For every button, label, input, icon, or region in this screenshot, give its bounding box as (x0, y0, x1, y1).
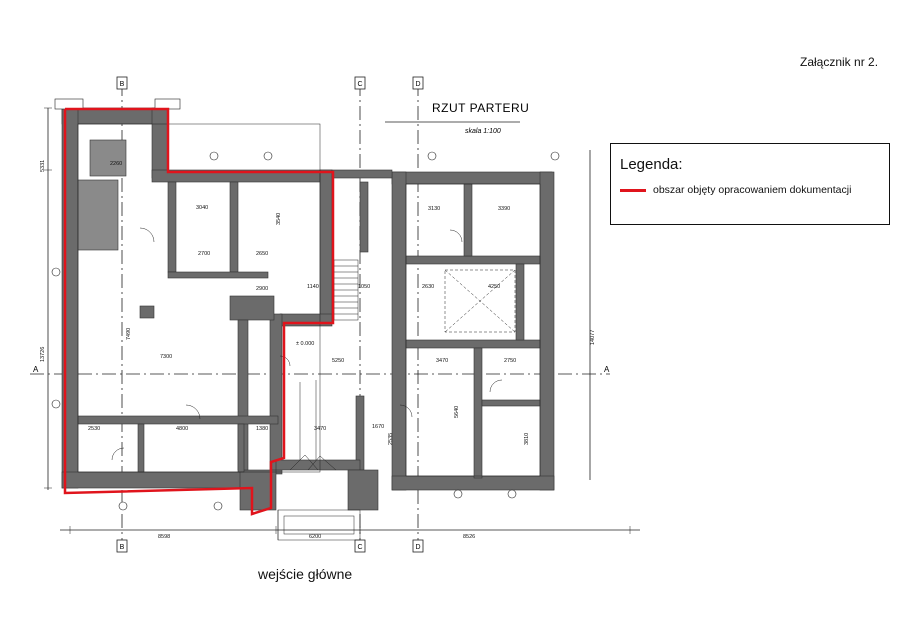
dim-3470: 3470 (436, 358, 448, 364)
dim-1140: 1140 (307, 284, 319, 290)
axis-a-left: A (33, 365, 39, 374)
dim-1050: 1050 (358, 284, 370, 290)
plan-scale: skala 1:100 (465, 128, 501, 135)
axis-d-top: D (415, 81, 420, 88)
stairs (333, 259, 359, 321)
axis-markers (116, 76, 424, 553)
axis-c-top: C (357, 81, 362, 88)
dim-5331: 5331 (40, 160, 46, 172)
dim-2260: 2260 (110, 161, 122, 167)
dim-3130: 3130 (428, 206, 440, 212)
dim-6200: 6200 (309, 534, 321, 540)
axis-d-bottom: D (415, 544, 420, 551)
axis-c-bottom: C (357, 544, 362, 551)
chimneys (54, 98, 181, 110)
dim-3540: 3540 (276, 213, 282, 225)
dim-2700: 2700 (198, 251, 210, 257)
level-mark: ± 0.000 (296, 341, 314, 347)
dim-7300: 7300 (160, 354, 172, 360)
dim-1380: 1380 (256, 426, 268, 432)
dim-14077: 14077 (590, 330, 596, 345)
dim-4800: 4800 (176, 426, 188, 432)
column-markers (51, 151, 560, 511)
legend-red-line-swatch (620, 188, 646, 192)
dimension-labels: 2260 3040 3540 2650 2700 2900 1140 1050 … (40, 160, 596, 540)
dim-5640: 5640 (454, 406, 460, 418)
dim-2535: 2535 (388, 433, 394, 445)
dim-1670: 1670 (372, 424, 384, 430)
thin-lines (44, 107, 631, 541)
legend-item-label: obszar objęty opracowaniem dokumentacji (653, 184, 852, 196)
axis-b-top: B (120, 81, 125, 88)
dim-2630: 2630 (422, 284, 434, 290)
axis-a-right: A (604, 365, 610, 374)
legend-item: obszar objęty opracowaniem dokumentacji (620, 184, 851, 196)
walls (61, 107, 555, 511)
dim-8526: 8526 (463, 534, 475, 540)
entrance-label: wejście główne (258, 566, 353, 582)
axis-b-bottom: B (120, 544, 125, 551)
documentation-area-outline (63, 107, 335, 516)
door-swings (111, 227, 503, 461)
legend-box: Legenda: obszar objęty opracowaniem doku… (610, 143, 890, 225)
dim-3470-corridor: 3470 (314, 426, 326, 432)
dim-4250: 4250 (488, 284, 500, 290)
dim-13726: 13726 (40, 347, 46, 362)
dim-7490: 7490 (126, 328, 132, 340)
dim-3040: 3040 (196, 205, 208, 211)
attachment-label: Załącznik nr 2. (800, 55, 879, 69)
dim-3810: 3810 (524, 433, 530, 445)
dim-2750: 2750 (504, 358, 516, 364)
legend-title: Legenda: (620, 156, 683, 173)
dim-3390: 3390 (498, 206, 510, 212)
dim-2900: 2900 (256, 286, 268, 292)
plan-title: RZUT PARTERU (432, 101, 529, 115)
dim-2650: 2650 (256, 251, 268, 257)
dim-2530: 2530 (88, 426, 100, 432)
dim-5250: 5250 (332, 358, 344, 364)
dim-8598: 8598 (158, 534, 170, 540)
